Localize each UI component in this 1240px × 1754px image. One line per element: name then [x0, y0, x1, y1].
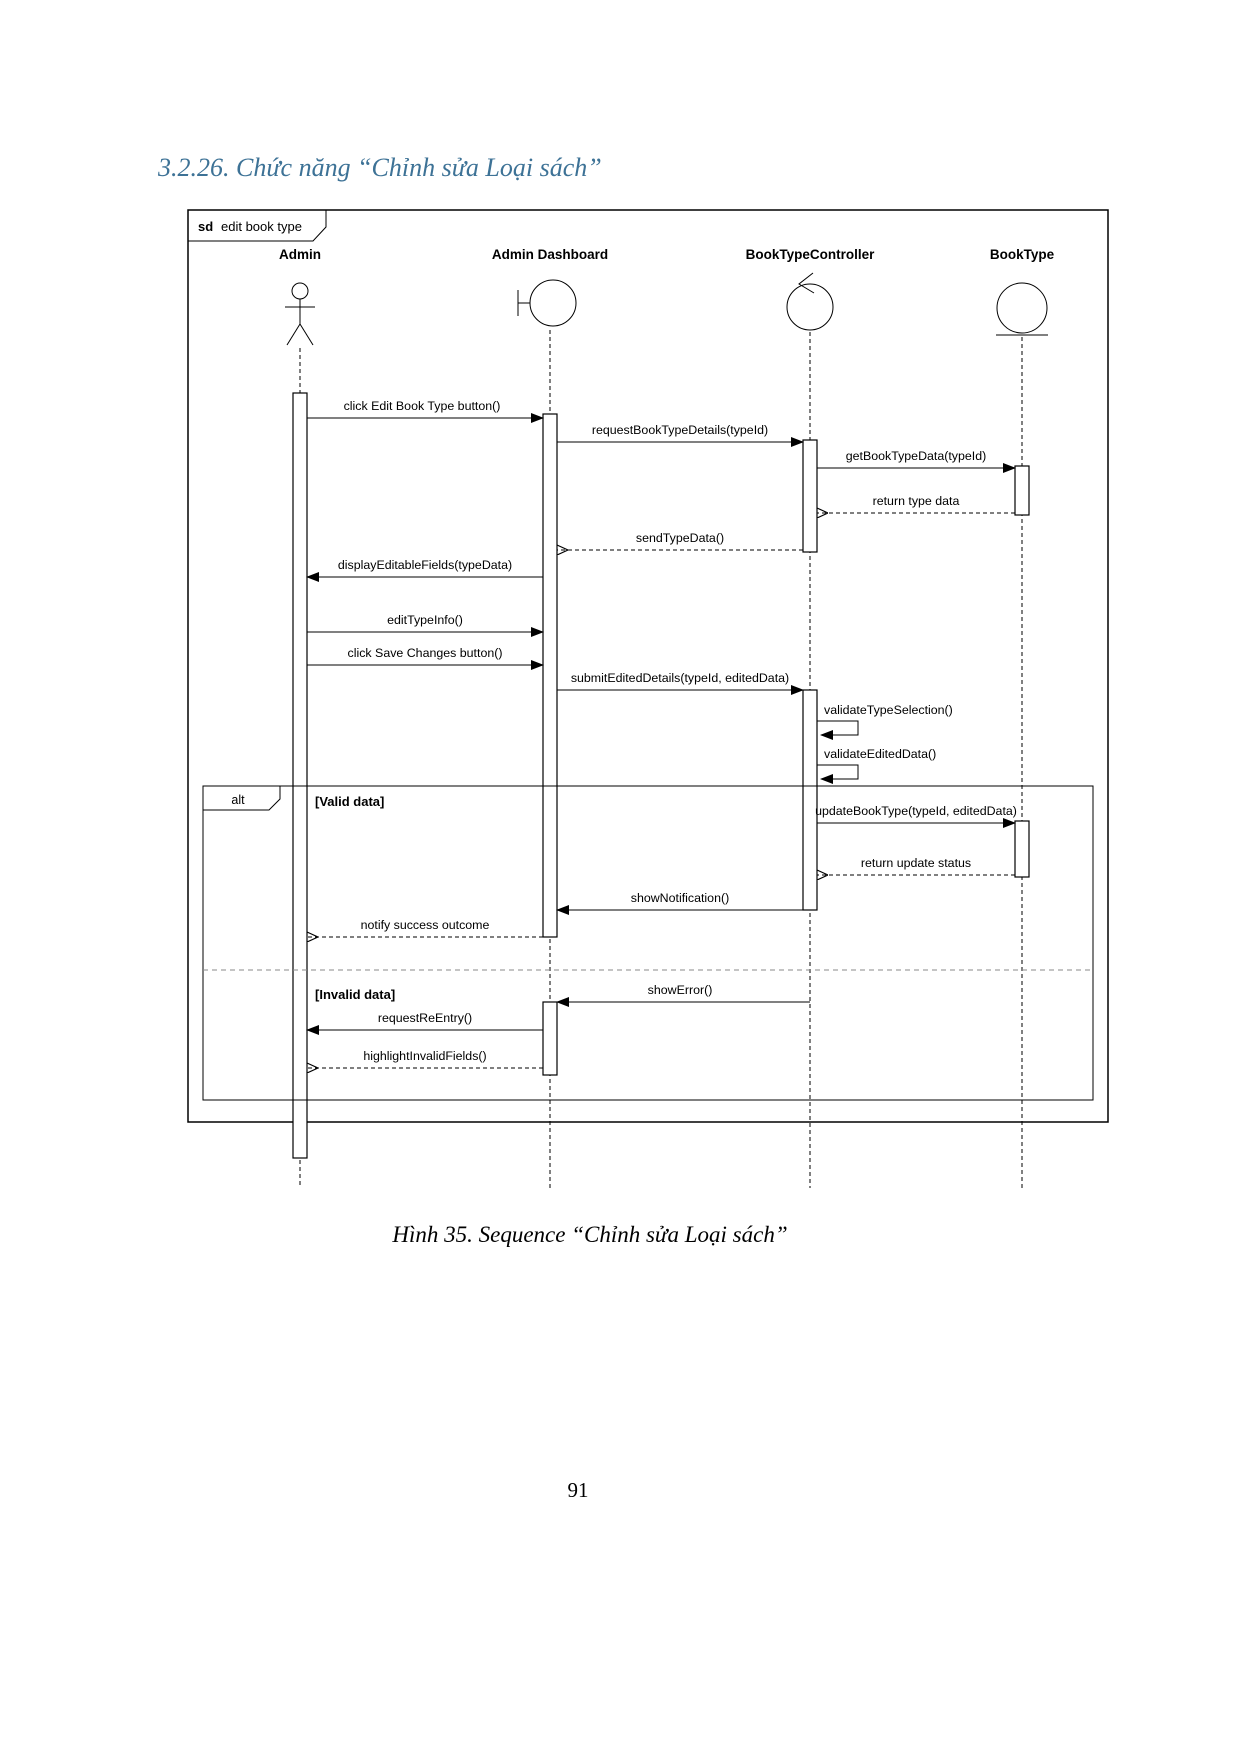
- message-label: highlightInvalidFields(): [363, 1049, 486, 1063]
- message-label: displayEditableFields(typeData): [338, 558, 512, 572]
- message-label: click Edit Book Type button(): [344, 399, 501, 413]
- message-label: return update status: [861, 856, 971, 870]
- message-return-update-status: return update status: [817, 856, 1015, 875]
- message-label: editTypeInfo(): [387, 613, 463, 627]
- message-send-type-data: sendTypeData(): [557, 531, 803, 550]
- lifeline-head-admin: Admin: [279, 247, 321, 346]
- message-click-save-changes: click Save Changes button(): [307, 646, 544, 670]
- message-edit-type-info: editTypeInfo(): [307, 613, 544, 637]
- message-label: updateBookType(typeId, editedData): [815, 804, 1017, 818]
- message-label: notify success outcome: [361, 918, 490, 932]
- activation-dashboard-2: [542, 1001, 558, 1076]
- message-display-editable-fields: displayEditableFields(typeData): [306, 558, 543, 582]
- message-label: showNotification(): [631, 891, 729, 905]
- message-click-edit-book-type: click Edit Book Type button(): [307, 399, 544, 423]
- message-highlight-invalid-fields: highlightInvalidFields(): [307, 1049, 543, 1068]
- activation-booktype-2: [1014, 820, 1030, 878]
- message-label: sendTypeData(): [636, 531, 724, 545]
- message-label: validateEditedData(): [824, 747, 936, 761]
- page-number: 91: [567, 1478, 589, 1502]
- alt-fragment: alt [Valid data] [Invalid data]: [202, 785, 1094, 1101]
- sd-frame: [187, 209, 1109, 1123]
- control-icon: [786, 272, 834, 331]
- message-label: validateTypeSelection(): [824, 703, 953, 717]
- message-label: showError(): [648, 983, 713, 997]
- message-return-type-data: return type data: [817, 494, 1015, 513]
- lifeline-head-admin-dashboard: Admin Dashboard: [492, 247, 608, 327]
- message-get-book-type-data: getBookTypeData(typeId): [817, 449, 1016, 473]
- sd-frame-tab: [187, 209, 327, 242]
- section-heading: 3.2.26. Chức năng “Chỉnh sửa Loại sách”: [158, 153, 602, 182]
- activation-controller-2: [802, 689, 818, 911]
- actor-icon: [285, 282, 315, 346]
- message-label: getBookTypeData(typeId): [846, 449, 987, 463]
- sd-frame-keyword: sd: [198, 219, 213, 234]
- alt-guard-valid: [Valid data]: [315, 794, 384, 809]
- message-request-book-type-details: requestBookTypeDetails(typeId): [557, 423, 804, 447]
- alt-operator-label: alt: [231, 793, 245, 807]
- lifeline-head-booktypecontroller: BookTypeController: [746, 247, 876, 331]
- message-submit-edited-details: submitEditedDetails(typeId, editedData): [557, 671, 804, 695]
- message-update-book-type: updateBookType(typeId, editedData): [815, 804, 1017, 828]
- message-label: return type data: [873, 494, 960, 508]
- boundary-icon: [517, 279, 577, 327]
- message-label: requestBookTypeDetails(typeId): [592, 423, 768, 437]
- lifeline-label-booktype: BookType: [990, 247, 1055, 262]
- lifeline-label-booktypecontroller: BookTypeController: [746, 247, 876, 262]
- message-show-error: showError(): [556, 983, 810, 1007]
- activation-dashboard-1: [542, 413, 558, 938]
- alt-operator-tab: [202, 785, 281, 811]
- message-show-notification: showNotification(): [556, 891, 803, 915]
- activation-admin: [292, 392, 308, 1159]
- alt-fragment-border: [202, 785, 1094, 1101]
- lifeline-label-admin-dashboard: Admin Dashboard: [492, 247, 608, 262]
- lifeline-label-admin: Admin: [279, 247, 321, 262]
- alt-guard-invalid: [Invalid data]: [315, 987, 395, 1002]
- lifeline-head-booktype: BookType: [990, 247, 1055, 336]
- sd-frame-name: edit book type: [221, 219, 302, 234]
- message-label: requestReEntry(): [378, 1011, 472, 1025]
- activation-controller-1: [802, 439, 818, 553]
- message-label: submitEditedDetails(typeId, editedData): [571, 671, 789, 685]
- entity-icon: [996, 282, 1048, 336]
- activation-booktype-1: [1014, 465, 1030, 516]
- message-label: click Save Changes button(): [348, 646, 503, 660]
- message-request-re-entry: requestReEntry(): [306, 1011, 543, 1035]
- message-validate-type-selection: validateTypeSelection(): [817, 703, 953, 740]
- figure-caption: Hình 35. Sequence “Chỉnh sửa Loại sách”: [392, 1222, 788, 1247]
- message-notify-success-outcome: notify success outcome: [307, 918, 543, 937]
- message-validate-edited-data: validateEditedData(): [817, 747, 936, 784]
